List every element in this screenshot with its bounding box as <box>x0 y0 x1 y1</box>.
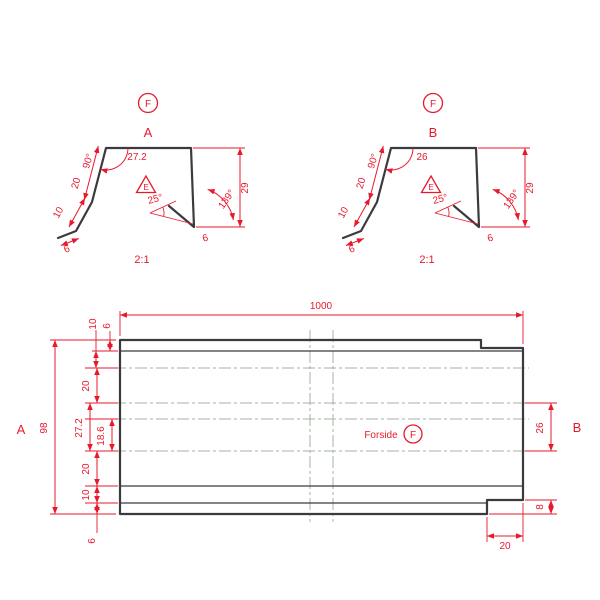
dim-height-b: 29 <box>525 182 536 194</box>
plan-view: 1000 98 A 6 10 20 27.2 18.6 20 10 6 26 <box>17 301 582 552</box>
dim-leg-upper-b: 20 <box>355 176 369 190</box>
dim-height-a: 29 <box>240 182 251 194</box>
dim-notch-height: 8 <box>535 504 546 510</box>
dim-hem-open-angle-a: 25° <box>147 192 164 207</box>
dim-hem-open-angle-b: 25° <box>432 192 449 207</box>
dim-second-strip: 10 <box>88 318 99 330</box>
dim-leg-upper-a: 20 <box>70 176 84 190</box>
dimline-leg-upper-b <box>368 145 385 201</box>
dim-foot-b: 6 <box>347 243 357 255</box>
dim-notch-width: 20 <box>499 541 511 552</box>
dim-right-face: 26 <box>535 422 546 434</box>
profile-a-outline <box>56 146 196 240</box>
dimline-leg-lower-b <box>353 197 371 228</box>
dim-leg-lower-b: 10 <box>336 205 351 220</box>
ext-lines-height-a <box>193 147 245 228</box>
datum-f-letter-b: F <box>430 99 436 110</box>
dim-top-strip: 6 <box>102 323 113 329</box>
dim-top-width-a: 27.2 <box>127 152 147 163</box>
datum-f-badge-a <box>137 92 159 114</box>
profile-view-a: F A 27.2 90° 20 10 6 6 139° 25° E 29 2:1 <box>51 92 251 266</box>
dim-hem-bend-angle-b: 139° <box>502 188 523 211</box>
dim-lower-10: 10 <box>81 489 92 501</box>
plan-outline <box>118 338 525 516</box>
view-label-b: B <box>429 125 438 140</box>
dim-leg-lower-a: 10 <box>51 205 66 220</box>
dim-mid-186: 18.6 <box>96 426 107 446</box>
dim-overall-height: 98 <box>39 422 50 434</box>
angle-arc-90-a <box>100 147 129 174</box>
dim-hem-bend-angle-a: 139° <box>217 188 238 211</box>
dim-upper-20: 20 <box>81 380 92 392</box>
angle-wedge-25-a <box>149 200 194 225</box>
profile-view-b: F B 26 90° 20 10 6 6 139° 25° E 29 2:1 <box>336 92 536 266</box>
profile-b-outline <box>341 146 481 240</box>
edge-symbol-letter-b: E <box>428 183 433 192</box>
dim-bottom-strip: 6 <box>87 538 98 544</box>
side-label-b: B <box>573 420 582 435</box>
ext-lines-height-b <box>478 147 530 228</box>
plan-fold-lines <box>120 350 523 504</box>
dimline-foot-a <box>60 238 80 246</box>
angle-arc-90-b <box>385 147 414 174</box>
datum-f-letter-plan: F <box>410 430 416 441</box>
ext-ticks-left <box>85 350 118 504</box>
dimline-leg-upper-a <box>83 145 100 201</box>
datum-f-badge-plan <box>403 424 423 444</box>
break-lines-vertical <box>309 330 334 522</box>
angle-arc-139-a <box>207 188 235 221</box>
scale-label-a: 2:1 <box>134 254 149 266</box>
dim-hem-length-a: 6 <box>201 232 210 244</box>
datum-f-letter-a: F <box>145 99 151 110</box>
datum-f-badge-b <box>422 92 444 114</box>
angle-wedge-25-b <box>434 200 479 225</box>
dim-hem-length-b: 6 <box>486 232 495 244</box>
dim-overall-length: 1000 <box>310 301 333 312</box>
scale-label-b: 2:1 <box>419 254 434 266</box>
edge-symbol-triangle-a <box>135 174 157 194</box>
front-side-label: Forside <box>364 430 398 441</box>
edge-symbol-letter-a: E <box>143 183 148 192</box>
dim-top-width-b: 26 <box>416 152 428 163</box>
dim-lower-20: 20 <box>81 463 92 475</box>
ext-lines-height-left <box>50 339 116 515</box>
view-label-a: A <box>144 125 153 140</box>
side-label-a: A <box>17 422 26 437</box>
angle-arc-139-b <box>492 188 520 221</box>
dim-foot-a: 6 <box>62 243 72 255</box>
edge-symbol-triangle-b <box>420 174 442 194</box>
centerlines-horizontal <box>114 367 529 452</box>
dimline-leg-lower-a <box>68 197 86 228</box>
dim-mid-272: 27.2 <box>74 418 85 438</box>
dimline-foot-b <box>345 238 365 246</box>
